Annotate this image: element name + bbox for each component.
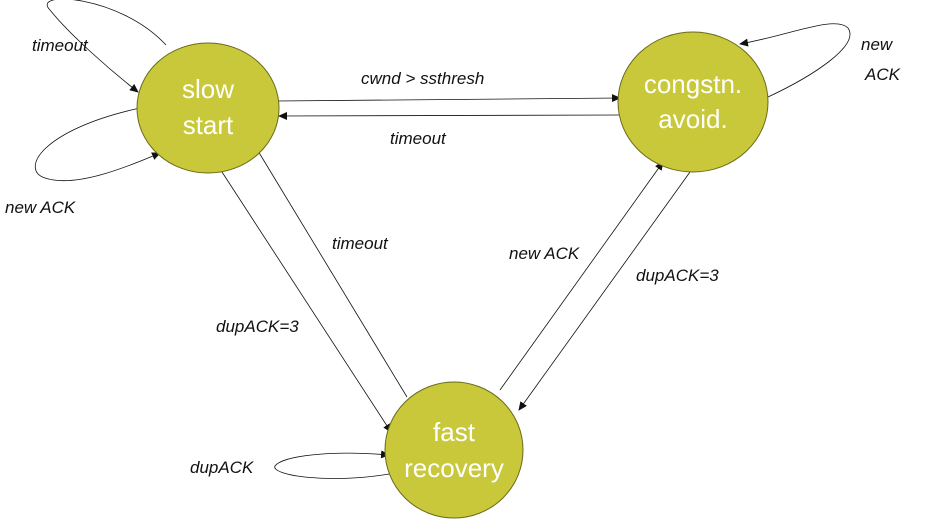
edge-ss-self-timeout (46, 0, 167, 93)
state-slow-start-line2: start (183, 110, 234, 140)
edge-ca-to-ss (278, 111, 623, 120)
edge-ca-to-fr (518, 171, 691, 411)
edge-fr-self-dupack (274, 450, 396, 479)
label-ss-to-fr: dupACK=3 (216, 317, 299, 336)
edge-fr-to-ca (499, 161, 664, 391)
label-ss-self-new-ack: new ACK (5, 198, 76, 217)
label-ca-self-new-ack-line1: new (861, 35, 894, 54)
edge-ss-to-ca (276, 94, 621, 103)
edge-ss-to-fr (221, 171, 392, 433)
state-fast-recovery-line1: fast (433, 417, 476, 447)
label-fr-to-ss: timeout (332, 234, 389, 253)
label-fr-to-ca: new ACK (509, 244, 580, 263)
edge-ss-self-new-ack (35, 107, 161, 182)
label-ss-self-timeout: timeout (32, 36, 89, 55)
label-ca-to-fr: dupACK=3 (636, 266, 719, 285)
state-congestion-avoidance-line1: congstn. (644, 69, 742, 99)
label-ss-to-ca: cwnd > ssthresh (361, 69, 484, 88)
label-ca-self-new-ack-line2: ACK (864, 65, 901, 84)
state-congestion-avoidance: congstn. avoid. (617, 31, 769, 173)
edge-ca-self-new-ack (739, 23, 851, 98)
label-ca-to-ss: timeout (390, 129, 447, 148)
edge-fr-to-ss (251, 140, 408, 398)
state-fast-recovery-line2: recovery (404, 453, 504, 483)
state-fast-recovery: fast recovery (384, 381, 524, 519)
state-congestion-avoidance-line2: avoid. (658, 104, 727, 134)
label-fr-self-dupack: dupACK (190, 458, 254, 477)
state-slow-start: slow start (136, 42, 280, 174)
state-slow-start-line1: slow (182, 74, 234, 104)
